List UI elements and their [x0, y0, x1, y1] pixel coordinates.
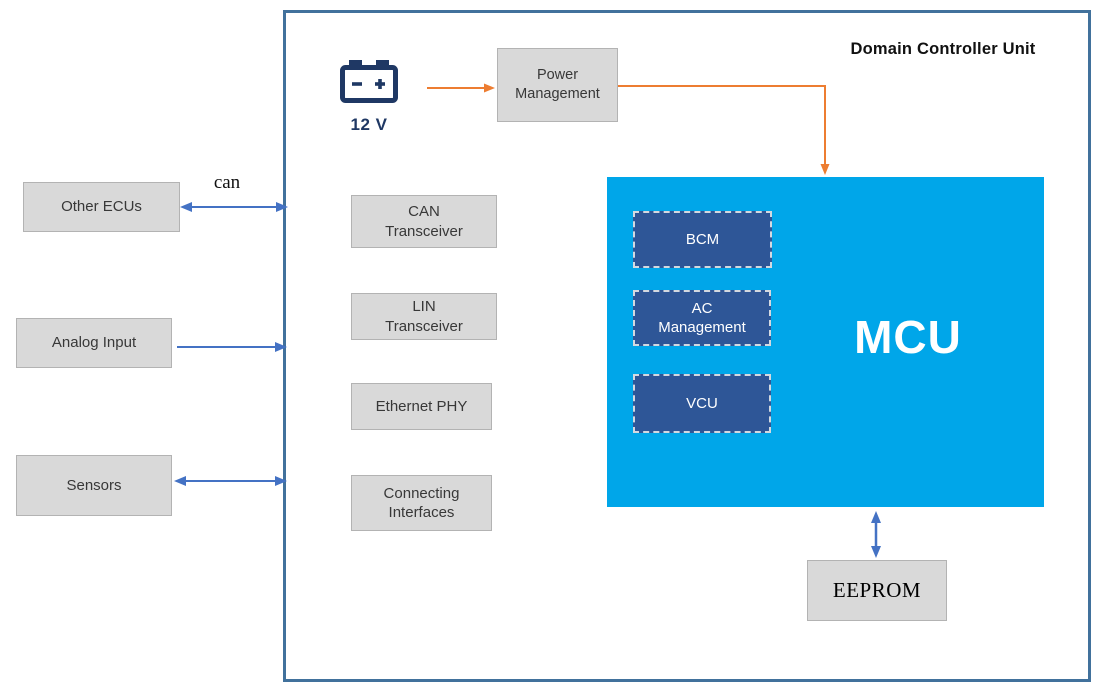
- can-transceiver-label: CAN Transceiver: [385, 203, 463, 240]
- power-management-label: Power Management: [515, 67, 600, 102]
- ac-management-label: AC Management: [658, 299, 746, 337]
- battery-group: 12 V: [338, 60, 400, 142]
- battery-icon: [340, 60, 398, 108]
- can-transceiver-box: CAN Transceiver: [351, 195, 497, 248]
- bcm-label: BCM: [685, 230, 720, 248]
- other-ecus-label: Other ECUs: [61, 198, 142, 216]
- bcm-module-box: BCM: [633, 211, 772, 268]
- lin-transceiver-box: LIN Transceiver: [351, 293, 497, 340]
- other-ecus-box: Other ECUs: [23, 182, 180, 232]
- can-bus-label: can: [213, 172, 241, 193]
- vcu-label: VCU: [686, 394, 718, 412]
- mcu-label: MCU: [854, 311, 962, 363]
- ethernet-phy-box: Ethernet PHY: [351, 383, 492, 430]
- sensors-arrow: [174, 476, 287, 486]
- sensors-box: Sensors: [16, 455, 172, 516]
- connecting-interfaces-box: Connecting Interfaces: [351, 475, 492, 531]
- eeprom-label: EEPROM: [832, 578, 922, 603]
- battery-voltage-label: 12 V: [350, 115, 388, 134]
- ethernet-phy-label: Ethernet PHY: [375, 397, 468, 415]
- connecting-interfaces-label: Connecting Interfaces: [383, 484, 460, 521]
- sensors-label: Sensors: [66, 476, 122, 494]
- analog-input-box: Analog Input: [16, 318, 172, 368]
- dcu-title: Domain Controller Unit: [850, 40, 1036, 58]
- analog-input-label: Analog Input: [51, 334, 137, 352]
- ac-management-module-box: AC Management: [633, 290, 771, 346]
- vcu-module-box: VCU: [633, 374, 771, 433]
- lin-transceiver-label: LIN Transceiver: [385, 298, 463, 335]
- eeprom-box: EEPROM: [807, 560, 947, 621]
- can-bus-arrow: [180, 202, 288, 212]
- power-management-box: Power Management: [497, 48, 618, 122]
- mcu-box: MCU BCM AC Management VCU: [607, 177, 1044, 507]
- analog-input-arrow: [177, 342, 287, 352]
